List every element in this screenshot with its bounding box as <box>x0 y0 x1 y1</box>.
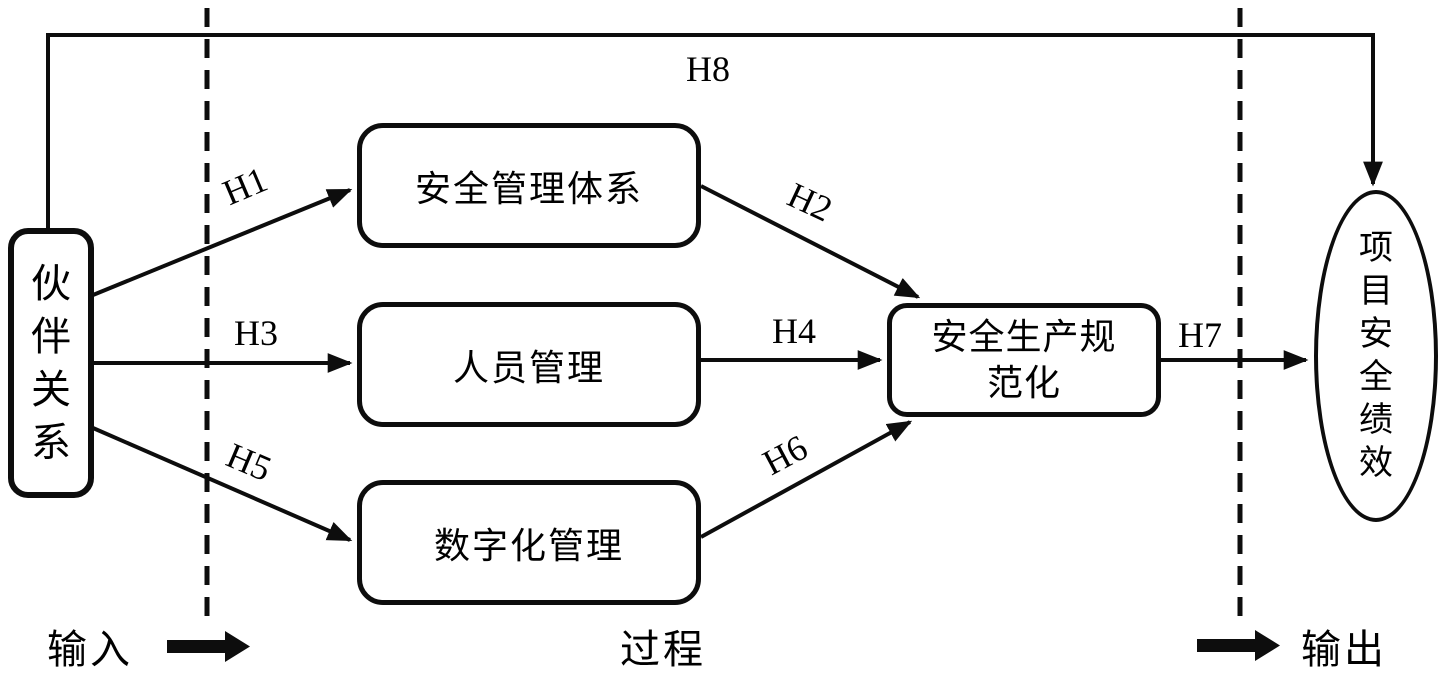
input-zone-arrow-icon <box>167 631 250 662</box>
node-safety-production-standardization: 安全生产规范化 <box>887 303 1161 417</box>
hypothesis-label-h8: H8 <box>686 49 730 89</box>
node-partnership-label: 伙伴关系 <box>31 261 71 465</box>
zone-label-input: 输入 <box>47 627 133 672</box>
arrow-h6 <box>700 420 913 539</box>
node-project-safety-performance-label: 项目安全绩效 <box>1359 230 1393 482</box>
zone-label-process: 过程 <box>620 627 706 672</box>
node-personnel-management-label: 人员管理 <box>452 347 605 388</box>
arrow-h2 <box>700 184 921 299</box>
hypothesis-label-h7: H7 <box>1178 315 1222 355</box>
arrow-h1 <box>92 188 353 297</box>
node-personnel-management: 人员管理 <box>357 302 701 427</box>
output-zone-arrow-icon <box>1197 630 1280 661</box>
hypothesis-label-h3: H3 <box>234 313 278 353</box>
arrow-h5 <box>92 426 353 542</box>
node-digital-management: 数字化管理 <box>357 480 701 605</box>
node-project-safety-performance: 项目安全绩效 <box>1314 190 1438 522</box>
arrow-h8 <box>46 33 1383 228</box>
node-safety-management-system-label: 安全管理体系 <box>414 168 643 209</box>
node-safety-production-standardization-label: 安全生产规范化 <box>931 317 1117 403</box>
zone-label-output: 输出 <box>1301 627 1387 672</box>
hypothesis-label-h4: H4 <box>772 311 816 351</box>
node-partnership: 伙伴关系 <box>8 228 94 498</box>
node-safety-management-system: 安全管理体系 <box>357 123 701 248</box>
node-digital-management-label: 数字化管理 <box>433 525 624 566</box>
